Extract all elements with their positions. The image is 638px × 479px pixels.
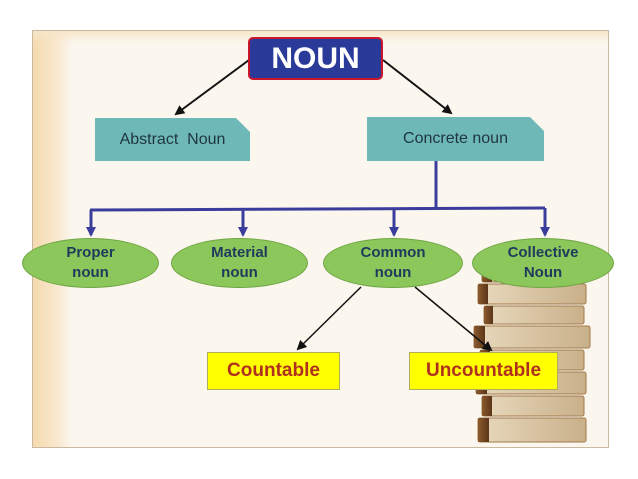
collective-noun-line2: Noun (523, 264, 563, 281)
arrow-noun-to-concrete (382, 59, 453, 115)
common-noun-line2: noun (374, 264, 412, 281)
concrete-noun-label: Concrete noun (403, 130, 508, 147)
arrow-common-to-uncountable (414, 286, 493, 352)
countable-box: Countable (207, 352, 340, 390)
uncountable-box: Uncountable (409, 352, 558, 390)
material-noun-line2: noun (221, 264, 258, 281)
arrow-common-to-countable (296, 286, 362, 351)
arrow-noun-to-abstract (174, 59, 250, 116)
common-noun-line1: Common (360, 244, 426, 261)
noun-root-box: NOUN (248, 37, 383, 80)
proper-noun-line1: Proper (66, 244, 115, 261)
collective-noun-oval: Collective Noun (472, 238, 614, 288)
noun-root-label: NOUN (271, 41, 360, 75)
abstract-noun-label: Abstract Noun (119, 130, 226, 148)
uncountable-label: Uncountable (425, 360, 542, 381)
proper-noun-line2: noun (72, 264, 109, 281)
material-noun-oval: Material noun (171, 238, 308, 288)
proper-noun-oval: Proper noun (22, 238, 159, 288)
concrete-branch-bar (89, 206, 546, 212)
abstract-noun-box: Abstract Noun (95, 118, 250, 161)
countable-label: Countable (227, 360, 320, 381)
common-noun-oval: Common noun (323, 238, 463, 288)
material-noun-line1: Material (211, 244, 268, 261)
collective-noun-line1: Collective (507, 244, 579, 261)
concrete-noun-box: Concrete noun (367, 117, 544, 161)
